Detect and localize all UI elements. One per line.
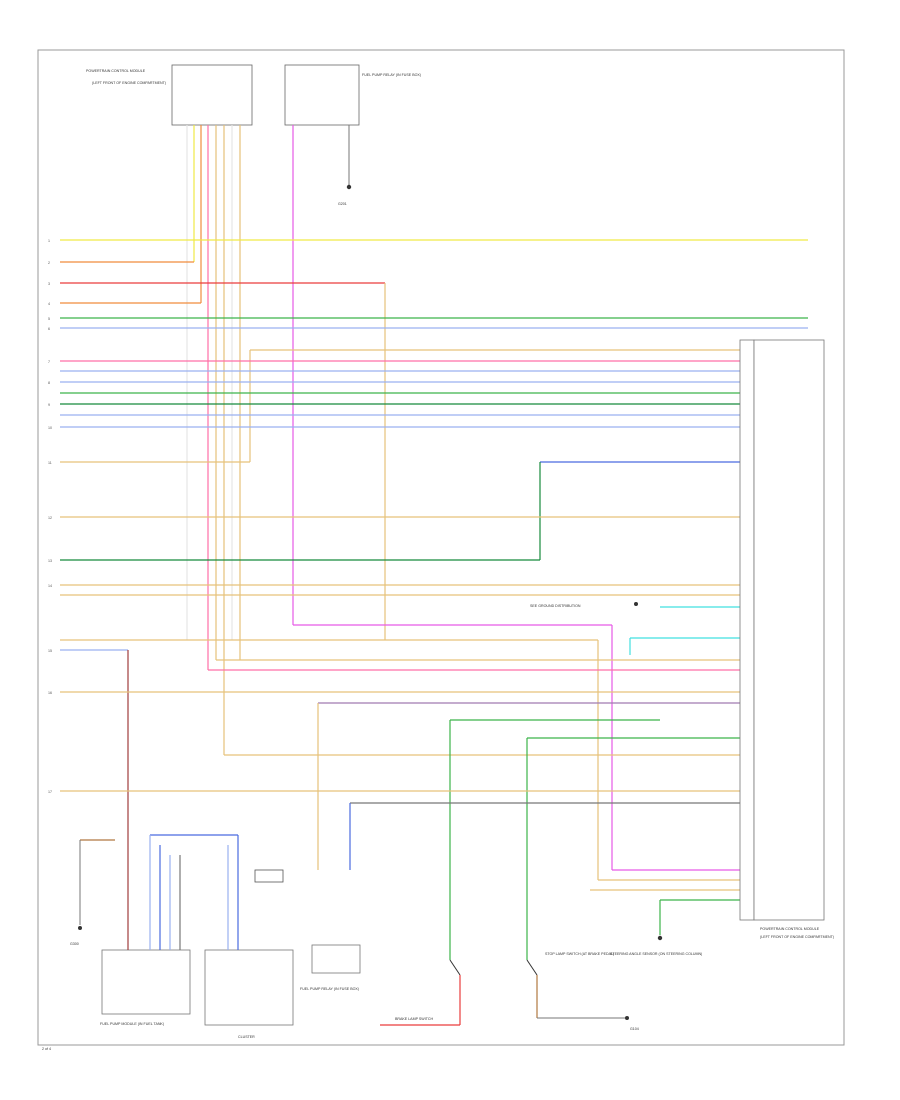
fuel-pump-module: G300 FUEL PUMP MODULE (IN FUEL TANK) <box>70 834 238 1026</box>
svg-text:15: 15 <box>48 649 52 653</box>
top-right-connector-label: FUEL PUMP RELAY (IN FUSE BOX) <box>362 73 421 77</box>
top-left-connector-label: POWERTRAIN CONTROL MODULE <box>86 69 146 73</box>
svg-text:11: 11 <box>48 461 52 465</box>
svg-text:7: 7 <box>48 360 50 364</box>
page-reference: 2 of 4 <box>42 1047 51 1051</box>
steering-sensor-label: STEERING ANGLE SENSOR (ON STEERING COLUM… <box>610 952 702 956</box>
svg-text:1: 1 <box>48 239 50 243</box>
left-wire-tags: 1 2 3 4 5 6 7 8 9 10 11 12 13 14 15 16 1… <box>48 239 52 794</box>
top-left-connector: POWERTRAIN CONTROL MODULE (LEFT FRONT OF… <box>86 64 253 126</box>
top-left-connector-sub: (LEFT FRONT OF ENGINE COMPARTMENT) <box>92 81 166 85</box>
fuel-pump-relay: FUEL PUMP RELAY (IN FUSE BOX) <box>300 944 361 991</box>
svg-text:13: 13 <box>48 559 52 563</box>
diagram-frame <box>37 49 845 1046</box>
svg-text:17: 17 <box>48 790 52 794</box>
svg-text:4: 4 <box>48 302 50 306</box>
brake-lamp-switch-label: BRAKE LAMP SWITCH <box>395 1017 433 1021</box>
fuel-pump-module-label: FUEL PUMP MODULE (IN FUEL TANK) <box>100 1022 164 1026</box>
ground-note-text: SEE GROUND DISTRIBUTION <box>530 604 581 608</box>
pcm-sub-label: (LEFT FRONT OF ENGINE COMPARTMENT) <box>760 935 834 939</box>
svg-text:12: 12 <box>48 516 52 520</box>
svg-text:10: 10 <box>48 426 52 430</box>
ground-note: SEE GROUND DISTRIBUTION <box>530 602 638 608</box>
svg-text:5: 5 <box>48 317 50 321</box>
pcm-label: POWERTRAIN CONTROL MODULE <box>760 927 820 931</box>
cluster: CLUSTER <box>204 835 294 1039</box>
brake-lamp-switch: BRAKE LAMP SWITCH <box>380 870 461 1026</box>
svg-text:16: 16 <box>48 691 52 695</box>
stop-lamp-switch: STOP LAMP SWITCH (AT BRAKE PEDAL) G104 <box>526 870 639 1031</box>
svg-text:14: 14 <box>48 584 52 588</box>
svg-text:8: 8 <box>48 381 50 385</box>
ground-symbol-top: G201 <box>338 125 352 206</box>
ground-label-bottom-left: G300 <box>70 942 79 946</box>
svg-text:2: 2 <box>48 261 50 265</box>
svg-text:9: 9 <box>48 403 50 407</box>
fuel-pump-relay-label: FUEL PUMP RELAY (IN FUSE BOX) <box>300 987 359 991</box>
stop-lamp-switch-label: STOP LAMP SWITCH (AT BRAKE PEDAL) <box>545 952 614 956</box>
svg-text:3: 3 <box>48 282 50 286</box>
ground-label-top: G201 <box>338 202 347 206</box>
horizontal-wires <box>60 239 808 935</box>
ground-label-bottom-right: G104 <box>630 1027 639 1031</box>
steering-sensor-ground: STEERING ANGLE SENSOR (ON STEERING COLUM… <box>610 935 702 956</box>
cluster-label: CLUSTER <box>238 1035 255 1039</box>
pcm-connector: POWERTRAIN CONTROL MODULE (LEFT FRONT OF… <box>739 339 834 939</box>
top-right-connector: FUEL PUMP RELAY (IN FUSE BOX) <box>284 64 421 126</box>
svg-text:6: 6 <box>48 327 50 331</box>
